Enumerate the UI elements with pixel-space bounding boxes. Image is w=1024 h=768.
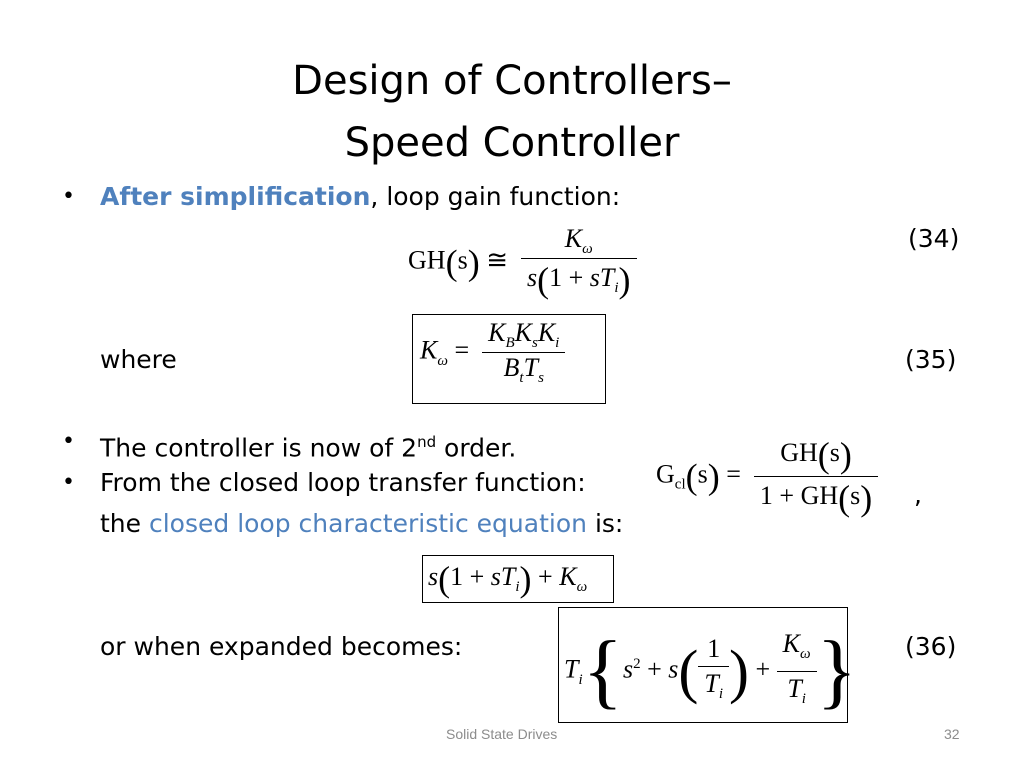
- bullet-second-order: The controller is now of 2nd order.: [100, 427, 516, 463]
- bullet-marker: •: [62, 184, 75, 209]
- page-number: 32: [944, 726, 960, 742]
- second-order-text: The controller is now of 2: [100, 433, 418, 463]
- footer-course-name: Solid State Drives: [446, 726, 558, 742]
- slide-title: Design of Controllers– Speed Controller: [0, 50, 1024, 174]
- equation-35-box: [412, 314, 606, 404]
- equation-36-box: [558, 607, 848, 723]
- closed-loop-transfer-function: Gcl(s) = GH(s)1 + GH(s): [656, 434, 879, 519]
- the-label: the: [100, 509, 142, 538]
- bullet-marker: •: [62, 429, 75, 454]
- bullet-closed-loop-tf: From the closed loop transfer function:: [100, 468, 586, 497]
- expanded-label: or when expanded becomes:: [100, 632, 463, 661]
- characteristic-equation-box: [422, 555, 614, 603]
- bullet-after-simplification: After simplification, loop gain function…: [100, 182, 620, 212]
- characteristic-equation: s(1 + sTi) + Kω: [428, 559, 588, 599]
- equation-number-36: (36): [905, 632, 957, 661]
- comma: ,: [914, 480, 922, 509]
- after-simplification-highlight: After simplification: [100, 182, 371, 211]
- bullet-marker: •: [62, 470, 75, 495]
- equation-number-34: (34): [908, 224, 960, 253]
- equation-number-35: (35): [905, 345, 957, 374]
- characteristic-equation-highlight: closed loop characteristic equation: [148, 509, 587, 538]
- is-label: is:: [594, 509, 624, 538]
- characteristic-eq-line: the closed loop characteristic equation …: [100, 509, 623, 539]
- order-text: order.: [436, 433, 517, 463]
- title-line-1: Design of Controllers–: [292, 58, 732, 104]
- loop-gain-text: , loop gain function:: [370, 182, 621, 211]
- where-label: where: [100, 345, 177, 374]
- title-line-2: Speed Controller: [344, 120, 680, 166]
- superscript-nd: nd: [417, 433, 437, 451]
